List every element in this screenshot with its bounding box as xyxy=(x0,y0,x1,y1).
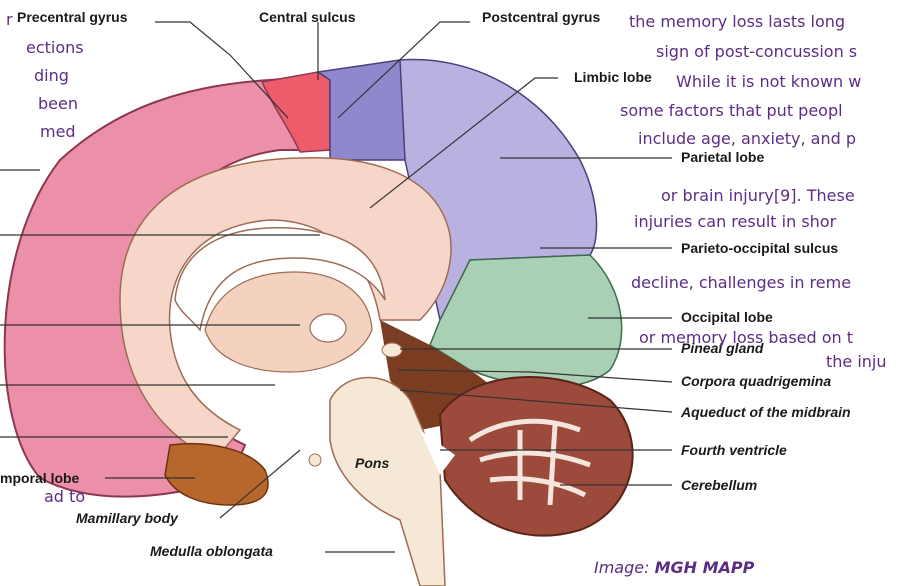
body-text-left-line: been xyxy=(38,94,78,114)
label-precentral-gyrus: Precentral gyrus xyxy=(17,9,128,25)
mamillary-body xyxy=(309,454,321,466)
label-aqueduct: Aqueduct of the midbrain xyxy=(680,404,851,420)
label-medulla-oblongata: Medulla oblongata xyxy=(150,543,273,559)
label-pons: Pons xyxy=(355,455,389,471)
interthalamic-adhesion xyxy=(310,314,346,342)
label-fourth-ventricle: Fourth ventricle xyxy=(681,442,787,458)
label-corpora-quadrigemina: Corpora quadrigemina xyxy=(681,373,831,389)
label-parieto-occipital-sulcus: Parieto-occipital sulcus xyxy=(681,240,838,256)
body-text-right-line: include age, anxiety, and p xyxy=(638,129,856,149)
body-text-right-line: injuries can result in shor xyxy=(634,212,836,232)
body-text-right-line: the memory loss lasts long xyxy=(629,12,845,32)
body-text-left-line: ad to xyxy=(44,487,85,507)
pineal-gland xyxy=(382,343,402,357)
label-temporal-lobe: mporal lobe xyxy=(0,470,80,486)
body-text-right-line: the inju xyxy=(826,352,887,372)
label-central-sulcus: Central sulcus xyxy=(259,9,356,25)
label-mamillary-body: Mamillary body xyxy=(76,510,179,526)
body-text-right-line: some factors that put peopl xyxy=(620,101,843,121)
label-cerebellum: Cerebellum xyxy=(681,477,757,493)
body-text-left-line: ding xyxy=(34,66,69,86)
body-text-left-line: ections xyxy=(26,38,84,58)
label-parietal-lobe: Parietal lobe xyxy=(681,149,764,165)
credit-prefix: Image: xyxy=(594,558,655,577)
credit-source: MGH MAPP xyxy=(655,558,755,577)
label-postcentral-gyrus: Postcentral gyrus xyxy=(482,9,600,25)
body-text-right-line: or brain injury[9]. These xyxy=(661,186,855,206)
body-text-left-line: r xyxy=(6,10,13,30)
body-text-right-line: or memory loss based on t xyxy=(639,328,853,348)
label-limbic-lobe: Limbic lobe xyxy=(574,69,652,85)
body-text-right-line: sign of post-concussion s xyxy=(656,42,857,62)
body-text-right-line: While it is not known w xyxy=(676,72,861,92)
image-credit: Image: MGH MAPP xyxy=(594,558,754,577)
temporal-lobe xyxy=(165,444,268,505)
label-occipital-lobe: Occipital lobe xyxy=(681,309,773,325)
thalamus xyxy=(205,272,372,372)
postcentral-gyrus xyxy=(318,60,410,160)
body-text-right-line: decline, challenges in reme xyxy=(631,273,851,293)
body-text-left-line: med xyxy=(40,122,76,142)
